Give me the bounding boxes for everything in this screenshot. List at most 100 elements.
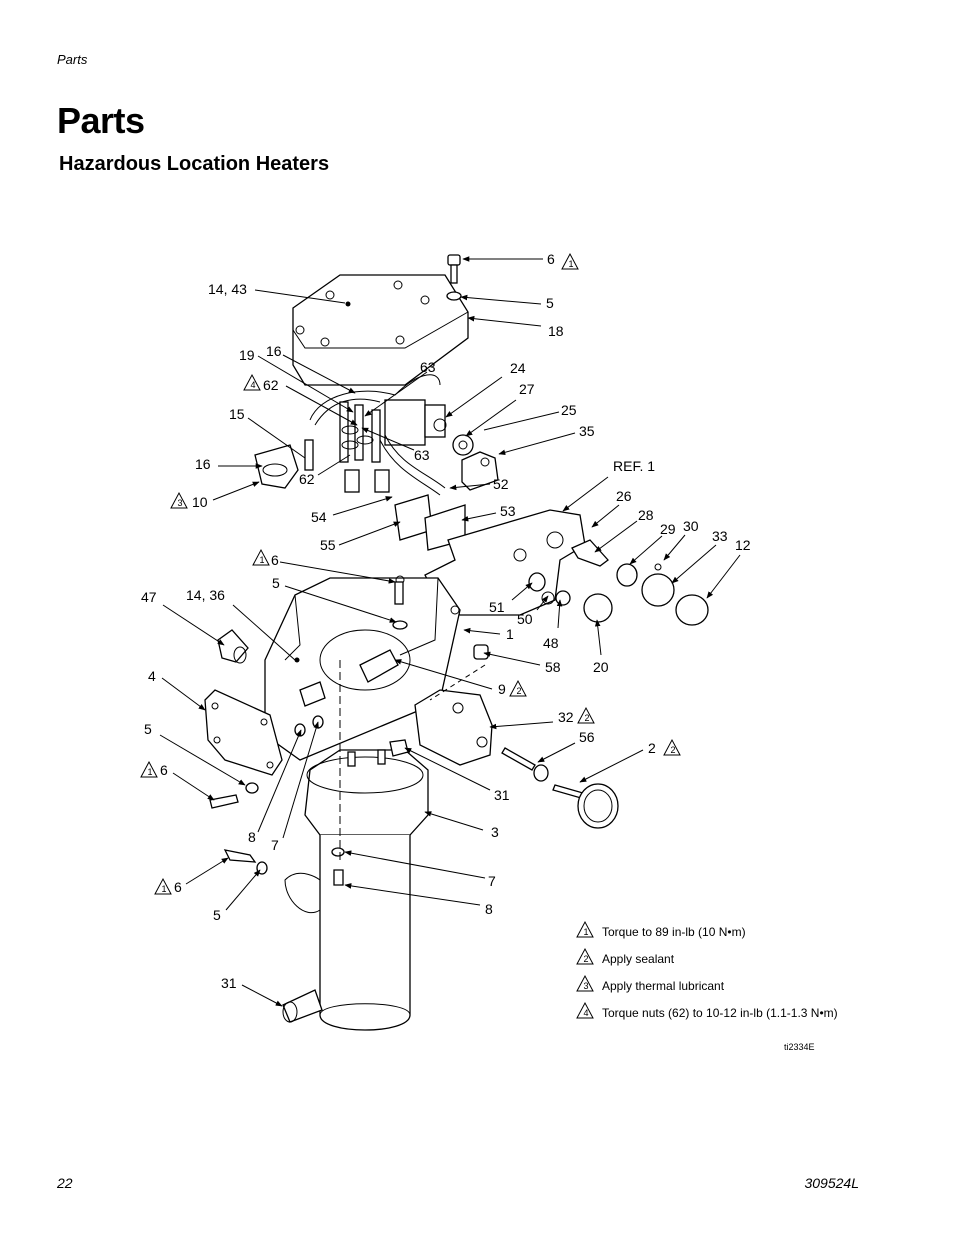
callout-label: 16: [266, 343, 282, 359]
drawing-number: ti2334E: [784, 1042, 815, 1052]
callout-labels: 6 5 18 14, 43 16 19 62 63 24 27 25 35 15…: [141, 251, 751, 991]
callout-label: 25: [561, 402, 577, 418]
callout-label: 10: [192, 494, 208, 510]
nut-24: [452, 434, 474, 456]
flag-number: 2: [671, 745, 676, 755]
callout-label: 8: [485, 901, 493, 917]
bracket-35: [461, 451, 499, 491]
callout-label: 29: [660, 521, 676, 537]
callout-label: 5: [144, 721, 152, 737]
callout-label: 19: [239, 347, 255, 363]
callout-label: 4: [148, 668, 156, 684]
note-flag-icon: 1: [561, 252, 579, 270]
callout-label: 52: [493, 476, 509, 492]
callout-label: 6: [174, 879, 182, 895]
callout-label: 50: [517, 611, 533, 627]
document-number: 309524L: [804, 1175, 859, 1191]
flag-number: 1: [162, 884, 167, 894]
note-flag-number: 3: [584, 981, 589, 991]
note-text: Apply thermal lubricant: [602, 979, 725, 993]
callout-label: 3: [491, 824, 499, 840]
callout-label: 33: [712, 528, 728, 544]
note-text: Torque to 89 in-lb (10 N•m): [602, 925, 746, 939]
note-flag-number: 2: [584, 954, 589, 964]
note-flag-number: 1: [584, 927, 589, 937]
note-text: Apply sealant: [602, 952, 675, 966]
callout-label: 56: [579, 729, 595, 745]
gauge-block-32: [414, 689, 493, 766]
callout-label: 5: [546, 295, 554, 311]
running-header: Parts: [57, 52, 88, 67]
pressure-fittings: [528, 539, 709, 626]
callout-label: 62: [263, 377, 279, 393]
callout-label: 28: [638, 507, 654, 523]
callout-label: REF. 1: [613, 458, 655, 474]
callout-label: 6: [547, 251, 555, 267]
note-flag-icon: 1: [140, 760, 158, 778]
note-item: 1 Torque to 89 in-lb (10 N•m): [576, 920, 746, 939]
page-title: Parts: [57, 100, 145, 141]
flag-number: 1: [260, 555, 265, 565]
note-flag-icon: 3: [170, 491, 188, 509]
callout-label: 6: [271, 552, 279, 568]
note-flag-icon: 2: [663, 738, 681, 756]
hidden-lines: [339, 660, 486, 860]
note-flag-icon: [576, 947, 594, 965]
callout-label: 24: [510, 360, 526, 376]
note-flag-number: 4: [584, 1008, 589, 1018]
callout-label: 30: [683, 518, 699, 534]
callout-label: 1: [506, 626, 514, 642]
heater-body: [282, 739, 429, 1031]
note-text: Torque nuts (62) to 10-12 in-lb (1.1-1.3…: [602, 1006, 838, 1020]
note-item: 4 Torque nuts (62) to 10-12 in-lb (1.1-1…: [576, 1001, 838, 1020]
callout-flags: 1 4 3 1 2 2 2 1: [140, 252, 681, 895]
flag-number: 1: [569, 259, 574, 269]
note-flag-icon: [576, 920, 594, 938]
callout-label: 18: [548, 323, 564, 339]
callout-label: 2: [648, 740, 656, 756]
flag-number: 4: [251, 380, 256, 390]
fitting-58: [473, 644, 489, 660]
manifold-ref1: [424, 509, 586, 616]
flag-number: 1: [148, 767, 153, 777]
callout-label: 26: [616, 488, 632, 504]
note-flag-icon: [576, 974, 594, 992]
callout-label: 27: [519, 381, 535, 397]
flag-number: 2: [517, 686, 522, 696]
callout-label: 16: [195, 456, 211, 472]
leader-lines: [159, 256, 741, 1007]
callout-label: 6: [160, 762, 168, 778]
note-flag-icon: 2: [509, 679, 527, 697]
fitting-47: [217, 629, 249, 664]
note-flag-icon: 1: [252, 548, 270, 566]
callout-label: 7: [488, 873, 496, 889]
notes-legend: 1 Torque to 89 in-lb (10 N•m) 2 Apply se…: [576, 920, 838, 1020]
callout-label: 47: [141, 589, 157, 605]
callout-label: 14, 43: [208, 281, 247, 297]
note-flag-icon: 1: [154, 877, 172, 895]
callout-label: 62: [299, 471, 315, 487]
callout-label: 5: [213, 907, 221, 923]
callout-label: 7: [271, 837, 279, 853]
callout-label: 15: [229, 406, 245, 422]
callout-label: 58: [545, 659, 561, 675]
junction-box: [264, 575, 461, 761]
callout-label: 55: [320, 537, 336, 553]
section-title: Hazardous Location Heaters: [59, 153, 330, 175]
note-item: 3 Apply thermal lubricant: [576, 974, 725, 993]
note-flag-icon: 2: [577, 706, 595, 724]
callout-label: 5: [272, 575, 280, 591]
flag-number: 2: [585, 713, 590, 723]
note-item: 2 Apply sealant: [576, 947, 675, 966]
callout-label: 14, 36: [186, 587, 225, 603]
callout-label: 53: [500, 503, 516, 519]
access-cover-4: [204, 689, 283, 776]
thermostat-sensor: [254, 439, 314, 489]
callout-label: 31: [494, 787, 510, 803]
flag-number: 3: [178, 498, 183, 508]
note-flag-icon: 4: [243, 373, 261, 391]
callout-label: 9: [498, 681, 506, 697]
switch-and-wiring: [309, 374, 447, 496]
callout-label: 20: [593, 659, 609, 675]
